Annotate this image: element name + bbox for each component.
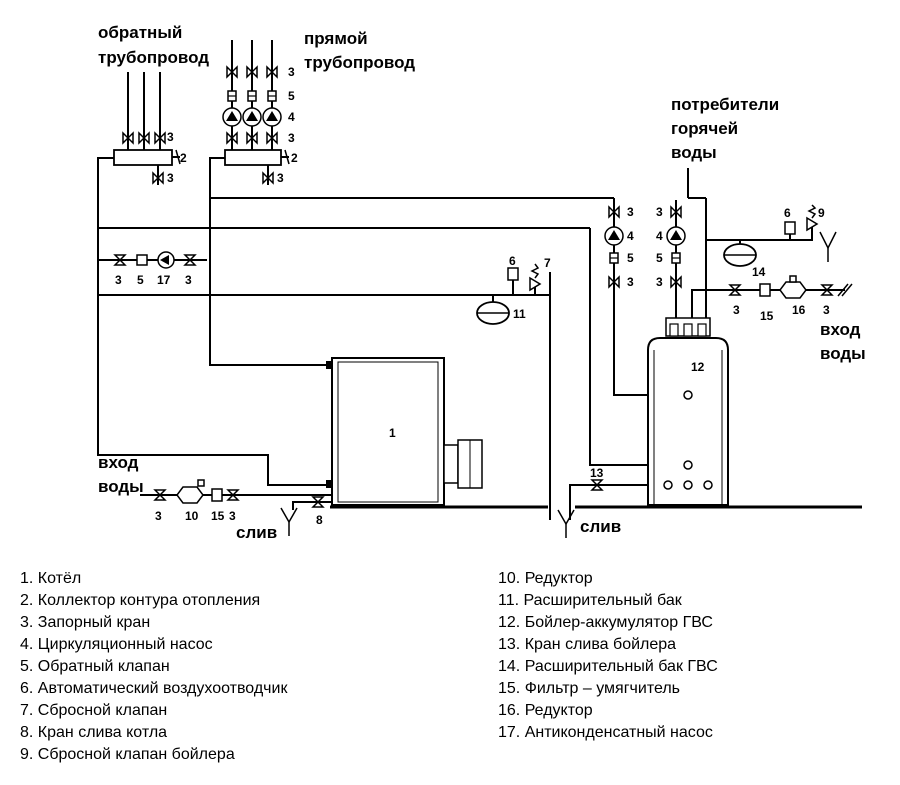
num-3: 3 <box>656 275 663 289</box>
reducer-filter-left <box>176 479 223 504</box>
label-return-2: трубопровод <box>98 48 209 67</box>
num-3: 3 <box>627 275 634 289</box>
legend-item: 10. Редуктор <box>498 570 593 587</box>
num-3: 3 <box>155 509 162 523</box>
dhw-expansion-tank <box>723 243 757 267</box>
legend-item: 4. Циркуляционный насос <box>20 636 213 653</box>
label-consumers-1: потребители <box>671 95 779 114</box>
num-3: 3 <box>627 205 634 219</box>
check-valves <box>136 90 681 266</box>
legend-item: 14. Расширительный бак ГВС <box>498 658 718 675</box>
expansion-tank <box>476 301 510 325</box>
legend-left-column: 1. Котёл 2. Коллектор контура отопления … <box>20 568 287 766</box>
num-12: 12 <box>691 360 705 374</box>
label-inlet-left-2: воды <box>98 477 144 496</box>
num-13: 13 <box>590 466 604 480</box>
legend-item: 7. Сбросной клапан <box>20 702 168 719</box>
num-10: 10 <box>185 509 199 523</box>
supply-collector <box>224 149 290 166</box>
legend-item: 12. Бойлер-аккумулятор ГВС <box>498 614 713 631</box>
num-16: 16 <box>792 303 806 317</box>
num-5: 5 <box>627 251 634 265</box>
num-1: 1 <box>389 426 396 440</box>
num-3: 3 <box>288 65 295 79</box>
component-numbers: 3 2 3 3 5 4 3 2 3 3 5 17 3 6 7 11 1 8 3 … <box>115 65 830 527</box>
label-return-1: обратный <box>98 23 182 42</box>
num-9: 9 <box>818 206 825 220</box>
boiler <box>326 357 483 506</box>
num-3: 3 <box>115 273 122 287</box>
num-14: 14 <box>752 265 766 279</box>
num-6: 6 <box>784 206 791 220</box>
num-5: 5 <box>288 89 295 103</box>
label-drain-center: слив <box>580 517 621 536</box>
heating-scheme-diagram: обратный трубопровод прямой трубопровод … <box>97 23 866 540</box>
num-3: 3 <box>277 171 284 185</box>
legend-item: 6. Автоматический воздухоотводчик <box>20 680 288 697</box>
num-15: 15 <box>211 509 225 523</box>
num-3: 3 <box>288 131 295 145</box>
label-consumers-3: воды <box>671 143 717 162</box>
num-3: 3 <box>229 509 236 523</box>
num-6: 6 <box>509 254 516 268</box>
drain-funnels <box>280 507 575 538</box>
label-drain-left: слив <box>236 523 277 540</box>
num-3: 3 <box>167 171 174 185</box>
num-3: 3 <box>733 303 740 317</box>
pipeline-labels: обратный трубопровод прямой трубопровод … <box>98 23 866 540</box>
num-3: 3 <box>656 205 663 219</box>
num-5: 5 <box>656 251 663 265</box>
label-supply-1: прямой <box>304 29 368 48</box>
legend-item: 3. Запорный кран <box>20 614 151 631</box>
legend-item: 13. Кран слива бойлера <box>498 636 677 653</box>
legend-item: 16. Редуктор <box>498 702 593 719</box>
legend-item: 9. Сбросной клапан бойлера <box>20 746 235 763</box>
circulation-pumps <box>157 107 686 269</box>
air-vents <box>507 221 796 281</box>
num-8: 8 <box>316 513 323 527</box>
legend-right-column: 10. Редуктор 11. Расширительный бак 12. … <box>498 568 718 744</box>
relief-valves <box>529 204 837 292</box>
return-collector <box>113 149 181 166</box>
legend-item: 5. Обратный клапан <box>20 658 170 675</box>
num-4: 4 <box>627 229 634 243</box>
legend-item: 2. Коллектор контура отопления <box>20 592 261 609</box>
num-2: 2 <box>180 151 187 165</box>
num-3: 3 <box>823 303 830 317</box>
num-2: 2 <box>291 151 298 165</box>
label-inlet-left-1: вход <box>98 453 139 472</box>
legend-item: 8. Кран слива котла <box>20 724 168 741</box>
label-consumers-2: горячей <box>671 119 738 138</box>
label-supply-2: трубопровод <box>304 53 415 72</box>
legend-item: 15. Фильтр – умягчитель <box>498 680 681 697</box>
num-3: 3 <box>185 273 192 287</box>
num-15: 15 <box>760 309 774 323</box>
label-inlet-right-1: вход <box>820 320 861 339</box>
num-4: 4 <box>288 110 295 124</box>
legend-item: 1. Котёл <box>20 570 82 587</box>
num-17: 17 <box>157 273 171 287</box>
label-inlet-right-2: воды <box>820 344 866 363</box>
legend-item: 11. Расширительный бак <box>498 592 682 609</box>
legend-item: 17. Антиконденсатный насос <box>498 724 713 741</box>
reducer-filter-right <box>759 275 853 299</box>
num-11: 11 <box>513 307 526 321</box>
num-3: 3 <box>167 130 174 144</box>
num-7: 7 <box>544 256 551 270</box>
dhw-boiler-tank <box>647 317 729 506</box>
num-5: 5 <box>137 273 144 287</box>
num-4: 4 <box>656 229 663 243</box>
